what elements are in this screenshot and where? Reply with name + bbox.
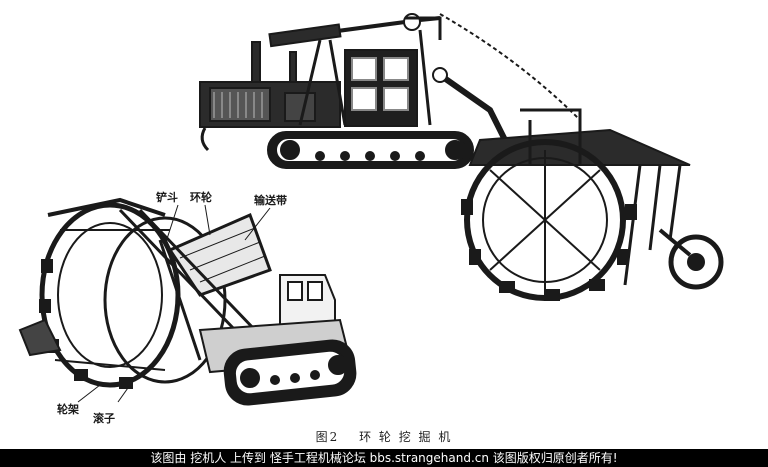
illustration-area: 铲斗 环轮 输送带 轮架 滚子 <box>18 13 724 425</box>
label-roller: 滚子 <box>93 412 115 425</box>
label-wheel: 环轮 <box>190 191 212 204</box>
figure-caption: 图2 环 轮 挖 掘 机 <box>0 428 768 445</box>
callout-leader-lines <box>77 204 271 403</box>
watermark-footer: 该图由 挖机人 上传到 怪手工程机械论坛 bbs.strangehand.cn … <box>0 449 768 467</box>
label-bucket: 铲斗 <box>156 191 178 204</box>
perspective-trencher-illustration <box>18 197 357 406</box>
label-wheel-frame: 轮架 <box>57 403 79 416</box>
figure-title: 环 轮 挖 掘 机 <box>359 430 453 444</box>
side-view-trencher-illustration <box>18 13 724 406</box>
watermark-text: 该图由 挖机人 上传到 怪手工程机械论坛 bbs.strangehand.cn … <box>150 451 618 465</box>
label-conveyor: 输送带 <box>254 194 287 207</box>
figure-number: 图2 <box>315 430 340 444</box>
side-view-machine <box>199 13 724 301</box>
